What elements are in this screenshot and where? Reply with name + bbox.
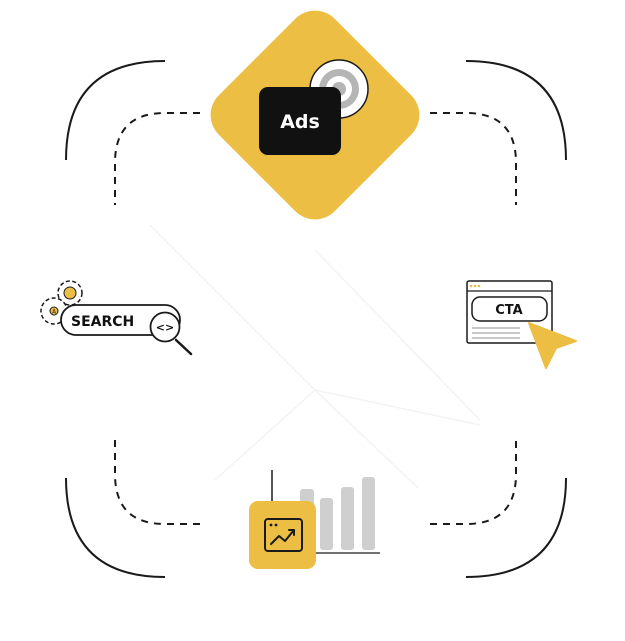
chart-bar-4 <box>362 477 375 550</box>
svg-text:A: A <box>52 309 57 316</box>
dash-top-right <box>430 112 517 205</box>
outer-corner-arcs <box>65 60 567 578</box>
code-label: <> <box>156 321 174 334</box>
dash-top-left <box>114 112 200 205</box>
cursor-icon <box>528 322 577 369</box>
cta-node: CTA <box>466 280 577 369</box>
arc-bottom-left <box>65 477 166 578</box>
arc-top-left <box>65 60 166 161</box>
ads-label-box <box>259 87 341 155</box>
chart-bar-2 <box>320 498 333 550</box>
inner-dashed-corners <box>114 112 517 525</box>
arc-bottom-right <box>465 477 567 578</box>
analytics-node <box>249 470 380 569</box>
magnifier-icon: <> <box>149 311 193 356</box>
chart-bar-3 <box>341 487 354 550</box>
dash-bottom-right <box>430 440 517 525</box>
cta-button-shape <box>471 296 548 322</box>
trend-screen-icon <box>264 518 303 552</box>
search-node: A SEARCH <> <box>40 280 193 356</box>
ads-node: Ads <box>210 10 420 220</box>
cta-label: CTA <box>495 303 522 318</box>
dash-bottom-left <box>114 440 200 525</box>
arc-top-right <box>465 60 567 161</box>
gear-icon <box>57 280 83 306</box>
ads-label: Ads <box>280 111 320 133</box>
faint-guide-lines <box>149 224 481 489</box>
search-label: SEARCH <box>71 314 134 330</box>
